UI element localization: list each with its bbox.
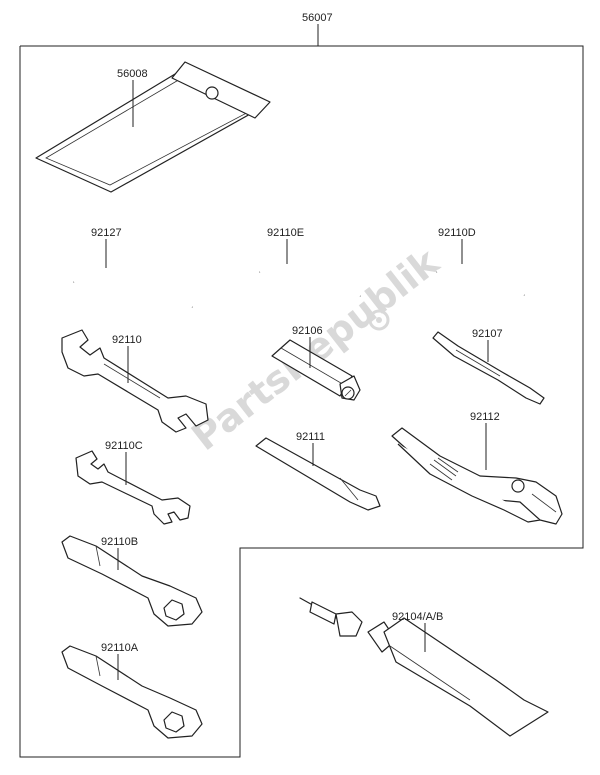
screwdriver — [432, 331, 545, 405]
assembly-label: 56007 — [302, 12, 333, 24]
part-label-extension-bar: 92111 — [296, 431, 325, 443]
hex-key-large — [72, 260, 194, 309]
open-wrench-small — [75, 450, 191, 525]
watermark-gear-icon — [368, 309, 390, 331]
part-label-hex-key-large: 92127 — [91, 227, 122, 239]
part-label-pouch: 56008 — [117, 68, 148, 80]
pouch — [35, 61, 271, 193]
open-wrench-large — [61, 329, 209, 433]
hex-key-medium — [259, 257, 362, 299]
box-wrench-b — [61, 535, 203, 627]
part-label-grip: 92106 — [292, 325, 323, 337]
hex-key-small — [436, 259, 525, 297]
part-label-screwdriver: 92107 — [472, 328, 503, 340]
part-label-open-wrench-large: 92110 — [112, 334, 142, 346]
group-outline — [19, 45, 584, 758]
extension-bar — [255, 437, 381, 511]
part-label-hex-key-small: 92110D — [438, 227, 476, 239]
box-wrench-a — [61, 645, 203, 739]
part-label-open-wrench-small: 92110C — [105, 440, 143, 452]
part-label-box-wrench-a: 92110A — [101, 642, 139, 654]
part-label-box-wrench-b: 92110B — [101, 536, 138, 548]
part-label-grease-tube: 92104/A/B — [392, 611, 443, 623]
part-label-hex-key-medium: 92110E — [267, 227, 304, 239]
pliers — [391, 427, 563, 525]
part-label-pliers: 92112 — [470, 411, 500, 423]
grip — [271, 339, 361, 401]
